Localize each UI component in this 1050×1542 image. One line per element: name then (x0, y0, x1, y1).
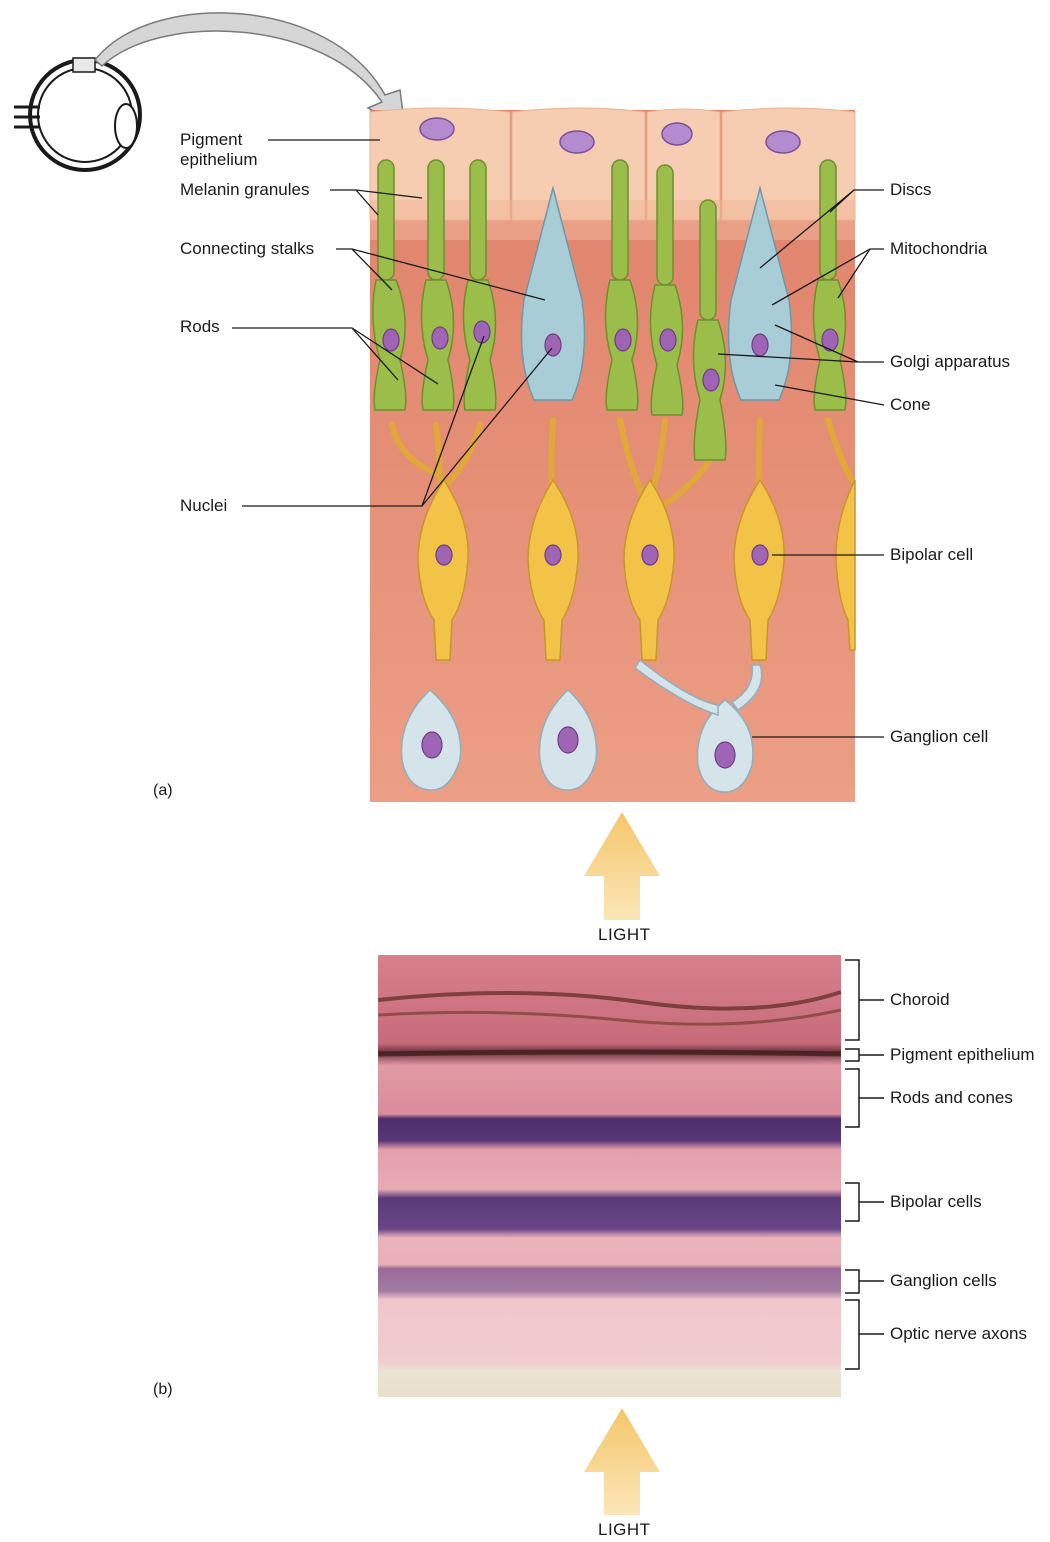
label-layer-pigment-epithelium: Pigment epithelium (890, 1045, 1035, 1064)
light-label-b: LIGHT (598, 1520, 651, 1539)
label-layer-rods-and-cones: Rods and cones (890, 1088, 1013, 1107)
label-ganglion-cell: Ganglion cell (890, 727, 989, 746)
eye-icon (14, 57, 142, 172)
nuclei (382, 320, 839, 769)
label-bipolar-cell: Bipolar cell (890, 545, 974, 564)
label-nuclei: Nuclei (180, 496, 228, 515)
label-layer-bipolar-cells: Bipolar cells (890, 1192, 982, 1211)
label-connecting-stalks: Connecting stalks (180, 239, 315, 258)
light-arrow-a (584, 812, 660, 920)
label-layer-optic-nerve-axons: Optic nerve axons (890, 1324, 1028, 1343)
layer-brackets (845, 959, 884, 1370)
bipolar-cells (417, 478, 856, 661)
label-pigment-epithelium-line1: Pigment (180, 130, 243, 149)
label-melanin-granules: Melanin granules (180, 180, 310, 199)
rod-cells (372, 159, 847, 461)
label-cone: Cone (890, 395, 931, 414)
panel-b-tag: (b) (153, 1381, 173, 1398)
label-rods: Rods (180, 317, 220, 336)
label-golgi-apparatus: Golgi apparatus (890, 352, 1011, 371)
label-pigment-epithelium-line2: epithelium (180, 150, 258, 169)
histology-micrograph (377, 955, 842, 1397)
retina-illustration (369, 107, 856, 802)
label-layer-ganglion-cells: Ganglion cells (890, 1271, 997, 1290)
label-pigment-epithelium: Pigment epithelium (180, 130, 258, 170)
light-label-a: LIGHT (598, 925, 651, 944)
cone-cells (520, 185, 793, 401)
light-arrow-b (584, 1408, 660, 1515)
leader-lines-a (232, 139, 885, 738)
label-layer-choroid: Choroid (890, 990, 950, 1009)
label-discs: Discs (890, 180, 932, 199)
panel-a-tag: (a) (153, 782, 173, 799)
label-mitochondria: Mitochondria (890, 239, 988, 258)
